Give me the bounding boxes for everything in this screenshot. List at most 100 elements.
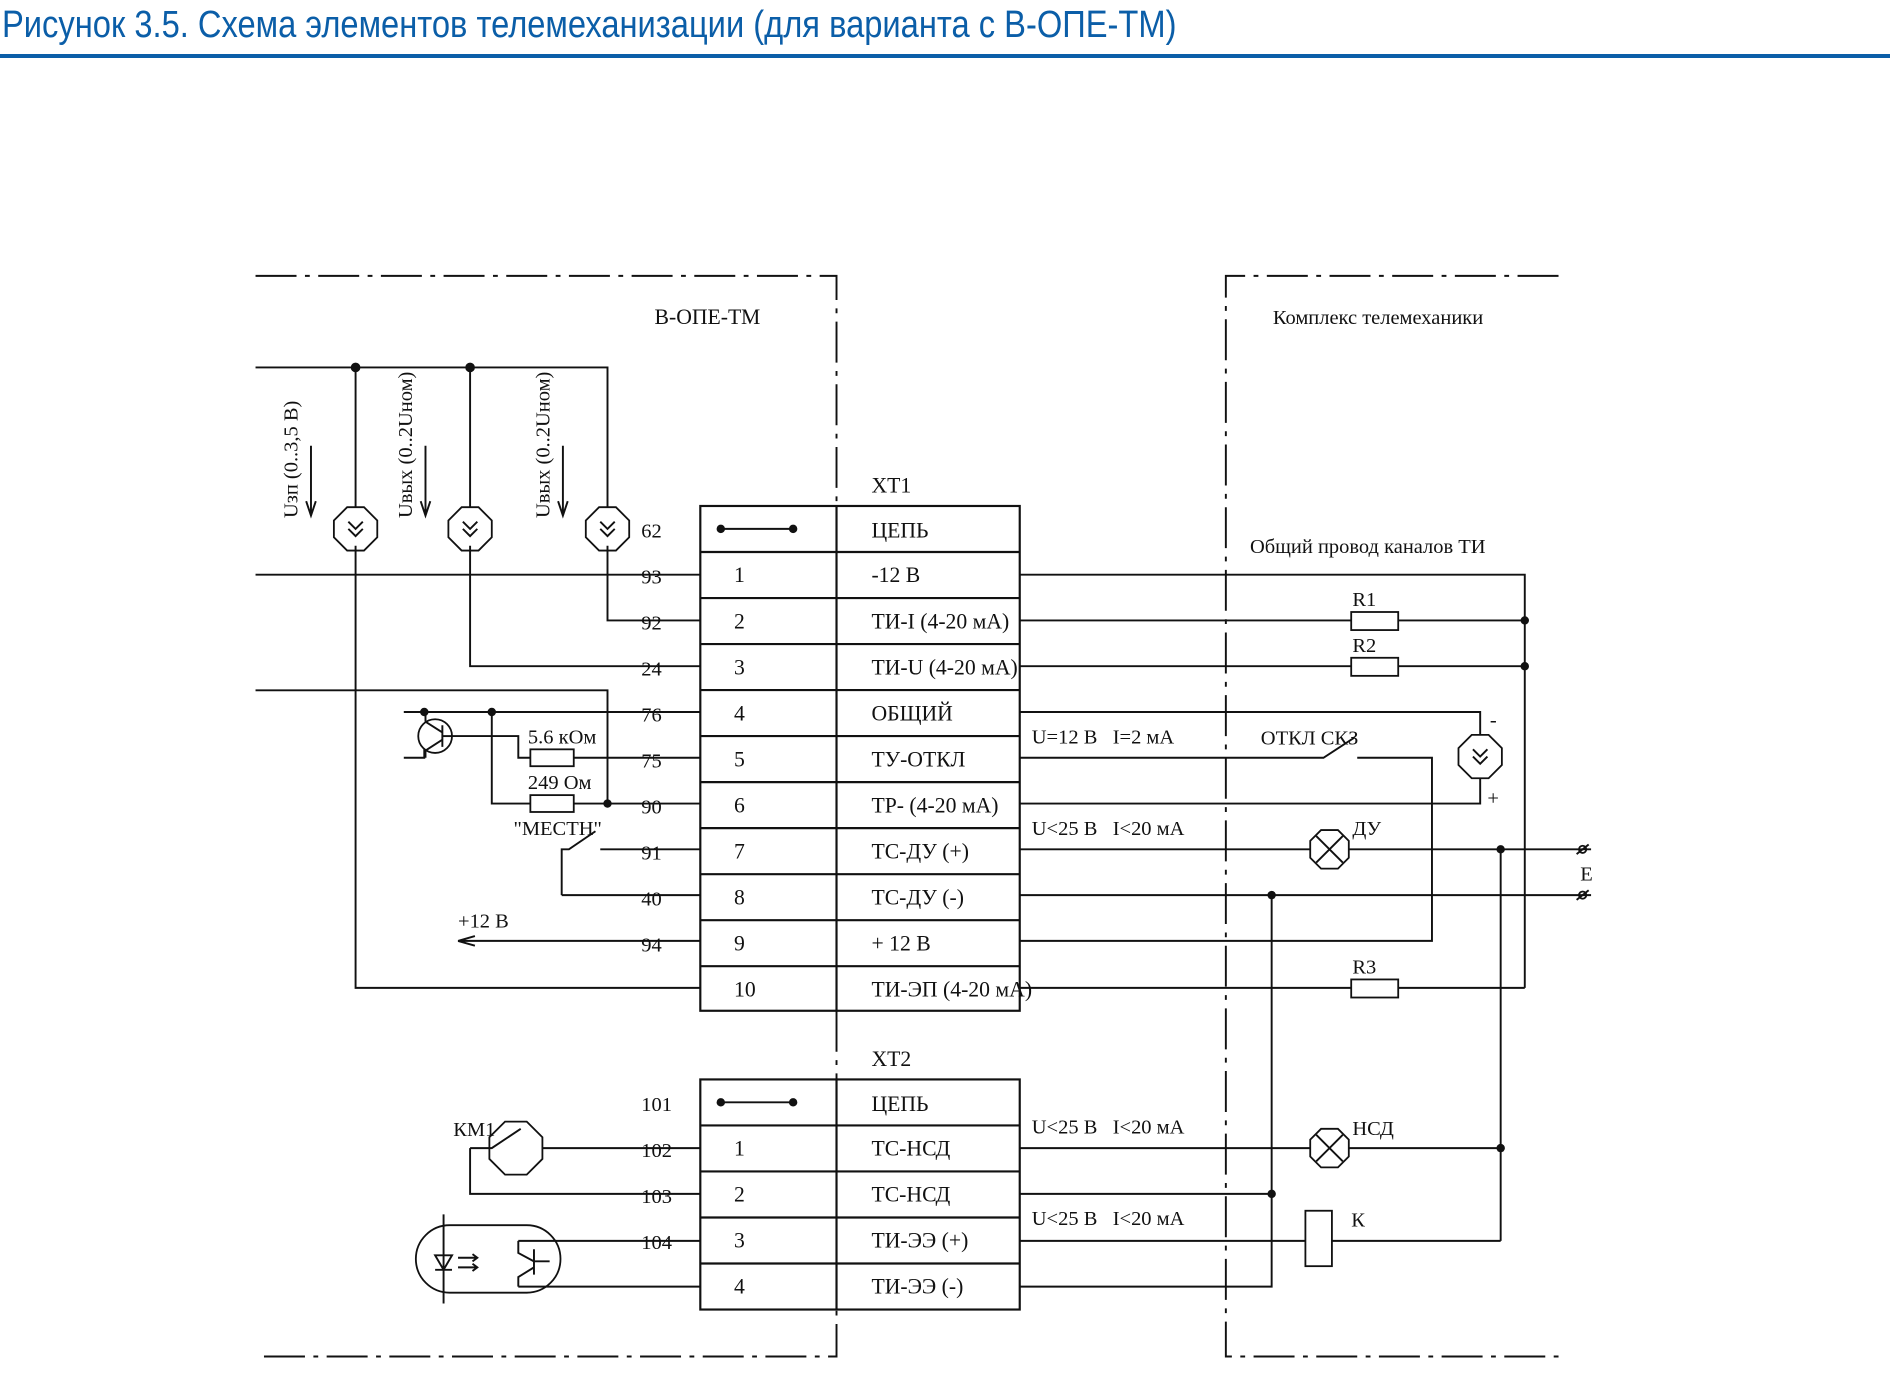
xt2-name: XT2: [871, 1047, 911, 1071]
terminal-pin-number: 8: [734, 885, 745, 909]
wire-number: 101: [641, 1094, 672, 1116]
terminal-pin-number: 2: [734, 609, 745, 633]
block-boundary-right: [1224, 274, 1559, 1358]
xt1-header: ЦЕПЬ: [871, 518, 928, 542]
resistor-5k6-icon: [529, 748, 575, 768]
local-switch-label: "МЕСТН": [513, 818, 601, 840]
terminal-signal-name: ТИ-U (4-20 мА): [871, 655, 1017, 679]
wire-number: 75: [641, 751, 661, 773]
voltage-arrow-icon: [557, 445, 569, 519]
terminal-pin-number: 7: [734, 839, 745, 863]
terminal-signal-name: ТС-ДУ (+): [871, 839, 968, 863]
terminal-pin-number: 4: [734, 1275, 745, 1299]
block-label-telemechanics: Комплекс телемеханики: [1273, 307, 1483, 329]
resistor-249-icon: [529, 794, 575, 813]
rating-tu: U=12 В I=2 мА: [1032, 726, 1175, 748]
source-label-uvyx-1: Uвых (0..2Uном): [395, 372, 417, 518]
km1-contact-icon: [488, 1120, 544, 1176]
terminal-signal-name: ТС-ДУ (-): [871, 885, 963, 909]
wiring-right-xt1: [1019, 573, 1592, 1288]
km1-label: КМ1: [453, 1119, 495, 1141]
terminal-signal-name: ТИ-ЭЭ (+): [871, 1229, 968, 1253]
title-underline: [0, 54, 1890, 58]
relay-k-icon: [1304, 1209, 1333, 1268]
terminal-block-xt2: [699, 1078, 1021, 1311]
wire-number: 92: [641, 613, 661, 635]
terminal-pin-number: 10: [734, 977, 756, 1001]
wire-number: 102: [641, 1140, 672, 1162]
relay-k-label: К: [1351, 1209, 1365, 1231]
common-wire-label: Общий провод каналов ТИ: [1250, 536, 1486, 558]
voltage-arrow-icon: [419, 445, 432, 519]
terminal-pin-number: 1: [734, 1137, 745, 1161]
plus12-label: +12 В: [458, 911, 509, 933]
terminal-signal-name: ОБЩИЙ: [871, 701, 953, 725]
terminal-pin-number: 5: [734, 747, 745, 771]
current-source-icon: [447, 506, 493, 552]
resistor-5k6-label: 5.6 кОм: [528, 726, 596, 748]
block-boundary-left: [255, 274, 838, 1358]
r1-label: R1: [1352, 589, 1376, 611]
terminal-signal-name: ТИ-I (4-20 мА): [871, 609, 1009, 633]
battery-terminal-icon: [1576, 843, 1590, 901]
r3-label: R3: [1352, 956, 1376, 978]
wire-number: 76: [641, 705, 661, 727]
wiring-left-xt1: [255, 545, 701, 989]
battery-e-label: E: [1580, 864, 1593, 886]
terminal-signal-name: ТС-НСД: [871, 1137, 950, 1161]
terminal-signal-name: ТР- (4-20 мА): [871, 793, 998, 817]
voltage-arrow-icon: [305, 445, 317, 519]
transistor-icon: [417, 711, 453, 758]
current-source-icon: [584, 506, 631, 552]
wiring-left-xt2: [469, 1128, 701, 1288]
wire-number: 62: [641, 521, 661, 543]
lamp-nsd-icon: [1309, 1127, 1350, 1169]
wire-number: 40: [641, 889, 661, 911]
resistor-r2-icon: [1350, 656, 1400, 677]
resistor-r3-icon: [1350, 978, 1400, 999]
terminal-pin-number: 6: [734, 793, 745, 817]
terminal-block-xt1: [699, 504, 1021, 1012]
terminal-pin-number: 4: [734, 701, 745, 725]
rating-ti-ee: U<25 В I<20 мА: [1032, 1208, 1185, 1230]
terminal-pin-number: 3: [734, 655, 745, 679]
terminal-signal-name: -12 В: [871, 563, 920, 587]
lamp-du-icon: [1309, 829, 1350, 870]
wire-number: 103: [641, 1186, 672, 1208]
optocoupler-icon: [414, 1214, 562, 1304]
otkl-skz-label: ОТКЛ СКЗ: [1261, 728, 1359, 750]
page-title: Рисунок 3.5. Схема элементов телемеханиз…: [2, 4, 1177, 46]
source-label-uzp: Uзп (0..3,5 В): [281, 401, 303, 518]
plus-label: +: [1487, 788, 1499, 810]
wire-number: 104: [641, 1232, 672, 1254]
wiring-right-xt2: [1019, 1143, 1505, 1242]
r2-label: R2: [1352, 635, 1376, 657]
lamp-nsd-label: НСД: [1352, 1118, 1393, 1140]
terminal-signal-name: ТУ-ОТКЛ: [871, 747, 965, 771]
terminal-pin-number: 2: [734, 1183, 745, 1207]
wire-number: 24: [641, 659, 661, 681]
minus-label: -: [1490, 709, 1497, 731]
rating-ts-nsd: U<25 В I<20 мА: [1032, 1117, 1185, 1139]
wire-number: 93: [641, 567, 661, 589]
xt2-header: ЦЕПЬ: [871, 1092, 928, 1116]
terminal-pin-number: 1: [734, 563, 745, 587]
current-source-icon: [332, 506, 379, 552]
resistor-r1-icon: [1350, 611, 1400, 631]
resistor-249-label: 249 Ом: [528, 772, 592, 794]
source-label-uvyx-2: Uвых (0..2Uном): [533, 372, 555, 518]
terminal-pin-number: 3: [734, 1229, 745, 1253]
lamp-du-label: ДУ: [1352, 818, 1381, 840]
rating-ts-du: U<25 В I<20 мА: [1032, 818, 1185, 840]
terminal-pin-number: 9: [734, 931, 745, 955]
xt1-name: XT1: [871, 474, 911, 498]
terminal-signal-name: + 12 В: [871, 931, 930, 955]
terminal-signal-name: ТИ-ЭП (4-20 мА): [871, 977, 1032, 1001]
wire-number: 94: [641, 935, 661, 957]
block-label-v-ope-tm: В-ОПЕ-ТМ: [655, 305, 761, 329]
source-bus: [255, 362, 609, 513]
terminal-signal-name: ТИ-ЭЭ (-): [871, 1275, 963, 1299]
wire-number: 90: [641, 797, 661, 819]
current-source-icon: [1457, 733, 1503, 780]
